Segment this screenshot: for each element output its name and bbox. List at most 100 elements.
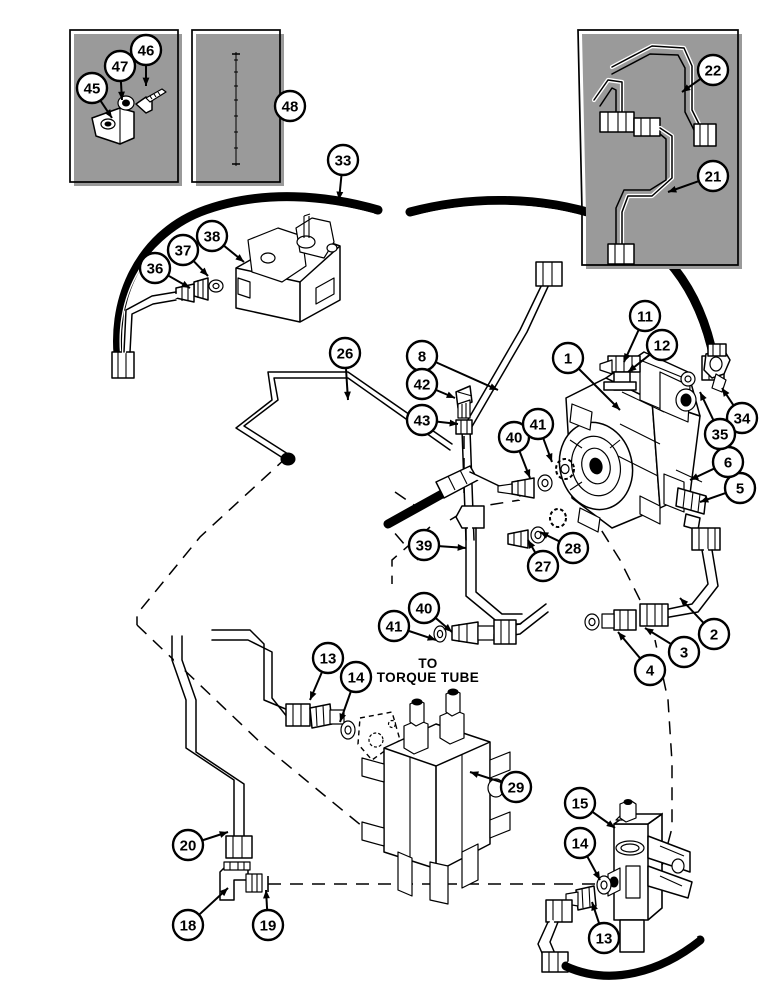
part-40-fitting-lower xyxy=(451,603,549,645)
callout-circle xyxy=(195,219,229,253)
callout-arrowhead xyxy=(449,419,458,427)
callout-36: 36 xyxy=(138,251,191,289)
part-36-fitting xyxy=(121,277,209,355)
part-8-tube xyxy=(459,261,563,543)
callout-circle xyxy=(723,471,757,505)
callout-arrowhead xyxy=(690,473,699,480)
callout-circle xyxy=(171,828,205,862)
callout-number: 43 xyxy=(414,413,431,430)
callout-arrowhead xyxy=(489,383,498,390)
part-34-elbow xyxy=(703,343,731,393)
callout-number: 46 xyxy=(138,43,155,60)
callout-circle xyxy=(251,908,285,942)
callout-circle xyxy=(551,341,585,375)
part-41-oring-upper xyxy=(537,474,553,492)
inset-panel-rod xyxy=(191,29,284,186)
part-29-control-valve xyxy=(361,688,511,905)
callout-number: 1 xyxy=(564,351,572,368)
callout-34: 34 xyxy=(721,387,759,435)
callout-circle xyxy=(703,417,737,451)
callout-circle xyxy=(273,89,307,123)
callout-41: 41 xyxy=(377,609,437,643)
callout-circle xyxy=(405,403,439,437)
callout-circle xyxy=(407,528,441,562)
lower-right-hose xyxy=(537,899,705,980)
callout-circle xyxy=(405,367,439,401)
callout-arrowhead xyxy=(470,771,479,778)
callout-number: 29 xyxy=(508,780,525,797)
callout-arrowhead xyxy=(606,820,615,828)
callout-number: 34 xyxy=(734,411,751,428)
callout-number: 4 xyxy=(646,663,655,680)
callout-arrowhead xyxy=(310,691,317,700)
callout-number: 39 xyxy=(416,538,433,555)
callout-14: 14 xyxy=(563,826,601,881)
callout-45: 45 xyxy=(75,71,113,119)
part-46-bolt xyxy=(135,88,167,114)
callout-46: 46 xyxy=(129,33,163,86)
callout-arrowhead xyxy=(235,254,244,262)
callout-number: 38 xyxy=(204,229,221,246)
callout-6: 6 xyxy=(689,445,745,481)
callout-arrowhead xyxy=(339,713,347,722)
inset-panel-bracket xyxy=(69,29,182,186)
callout-48: 48 xyxy=(273,89,307,123)
callout-number: 48 xyxy=(282,99,299,116)
part-13-fitting xyxy=(309,703,345,729)
callout-27: 27 xyxy=(526,539,560,583)
callout-circle xyxy=(697,617,731,651)
callout-arrowhead xyxy=(545,453,553,462)
callout-arrowhead xyxy=(611,401,620,410)
part-1-hydraulic-pump xyxy=(558,351,701,533)
callout-circle xyxy=(75,71,109,105)
callout-arrowhead xyxy=(624,353,631,362)
part-3-fitting xyxy=(601,609,637,631)
callout-arrowhead xyxy=(336,191,344,200)
callout-arrowhead xyxy=(118,91,125,100)
callout-22: 22 xyxy=(681,53,730,93)
part-47-washer xyxy=(117,95,135,111)
part-41-oring-lower xyxy=(433,625,447,643)
callout-circle xyxy=(633,653,667,687)
part-26-tube xyxy=(233,369,455,466)
callout-arrowhead xyxy=(591,902,598,911)
callout-circle xyxy=(521,407,555,441)
part-22-tube xyxy=(609,43,717,147)
callout-circle xyxy=(339,660,373,694)
part-48-rod xyxy=(232,52,240,166)
callout-number: 45 xyxy=(84,81,101,98)
callout-number: 2 xyxy=(710,627,718,644)
callout-circle xyxy=(645,328,679,362)
callout-circle xyxy=(696,53,730,87)
callout-arrowhead xyxy=(682,84,691,92)
callout-35: 35 xyxy=(699,391,737,451)
callout-arrowhead xyxy=(680,598,689,607)
callout-number: 37 xyxy=(175,243,192,260)
label-line-1: TO xyxy=(418,656,437,671)
inset-panel-tubes xyxy=(577,29,742,269)
callout-arrowhead xyxy=(142,77,150,86)
callout-arrowhead xyxy=(443,623,452,632)
callout-number: 5 xyxy=(736,481,744,498)
callout-circle xyxy=(628,299,662,333)
callout-arrowhead xyxy=(104,109,112,118)
callout-number: 35 xyxy=(712,427,729,444)
callout-19: 19 xyxy=(251,889,285,942)
callout-arrowhead xyxy=(523,469,531,478)
part-43-nut xyxy=(455,419,473,435)
callout-number: 40 xyxy=(416,601,433,618)
callout-14: 14 xyxy=(339,660,373,723)
callout-circle xyxy=(377,609,411,643)
callout-arrowhead xyxy=(700,392,707,401)
callout-4: 4 xyxy=(617,631,667,687)
callout-leader xyxy=(435,361,499,391)
part-38-valve-block xyxy=(235,213,341,323)
callout-arrowhead xyxy=(344,391,351,400)
callout-circle xyxy=(328,336,362,370)
callout-arrowhead xyxy=(645,628,654,636)
callout-circle xyxy=(556,531,590,565)
callout-40: 40 xyxy=(407,591,453,633)
callout-38: 38 xyxy=(195,219,245,263)
